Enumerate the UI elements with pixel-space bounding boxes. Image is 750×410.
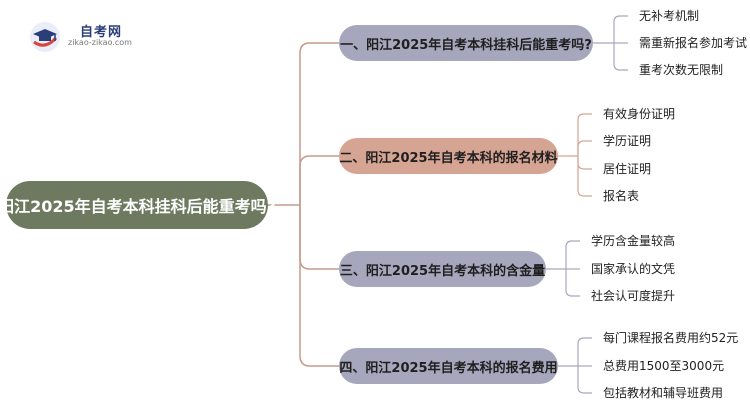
branch-node-4: 四、阳江2025年自考本科的报名费用 xyxy=(339,348,558,384)
connector-leaves-3 xyxy=(546,240,580,297)
leaf-4-1: 每门课程报名费用约52元 xyxy=(603,331,739,345)
leaf-2-1: 有效身份证明 xyxy=(603,107,676,121)
connector-leaves-2 xyxy=(558,113,592,197)
leaf-4-3: 包括教材和辅导班费用 xyxy=(603,386,724,400)
connector-leaves-1 xyxy=(593,15,628,71)
connector-branch-4 xyxy=(299,205,339,367)
leaf-3-2: 国家承认的文凭 xyxy=(591,262,676,276)
leaf-2-3: 居住证明 xyxy=(603,162,652,176)
leaf-1-1: 无补考机制 xyxy=(639,9,700,23)
branch-node-1: 一、阳江2025年自考本科挂科后能重考吗? xyxy=(339,25,593,61)
logo-title: 自考网 xyxy=(80,25,123,40)
leaf-4-2: 总费用1500至3000元 xyxy=(603,359,725,373)
site-logo[interactable]: 自考网 zikao-zikao.com xyxy=(30,20,140,52)
connector-leaves-4 xyxy=(558,337,592,394)
connector-branch-2 xyxy=(299,155,339,205)
leaf-3-3: 社会认可度提升 xyxy=(591,289,676,303)
leaf-1-2: 需重新报名参加考试 xyxy=(639,36,748,50)
leaf-1-3: 重考次数无限制 xyxy=(639,63,724,77)
branch-node-2: 二、阳江2025年自考本科的报名材料 xyxy=(339,138,558,174)
logo-subtitle: zikao-zikao.com xyxy=(68,38,132,47)
graduation-cap-icon xyxy=(30,22,60,52)
root-node: 阳江2025年自考本科挂科后能重考吗? xyxy=(0,181,276,229)
leaf-2-2: 学历证明 xyxy=(603,134,652,148)
connector-branch-1 xyxy=(299,42,339,205)
branch-node-3: 三、阳江2025年自考本科的含金量 xyxy=(339,251,546,287)
connector-branch-3 xyxy=(299,205,339,270)
leaf-3-1: 学历含金量较高 xyxy=(591,234,676,248)
leaf-2-4: 报名表 xyxy=(603,189,640,203)
